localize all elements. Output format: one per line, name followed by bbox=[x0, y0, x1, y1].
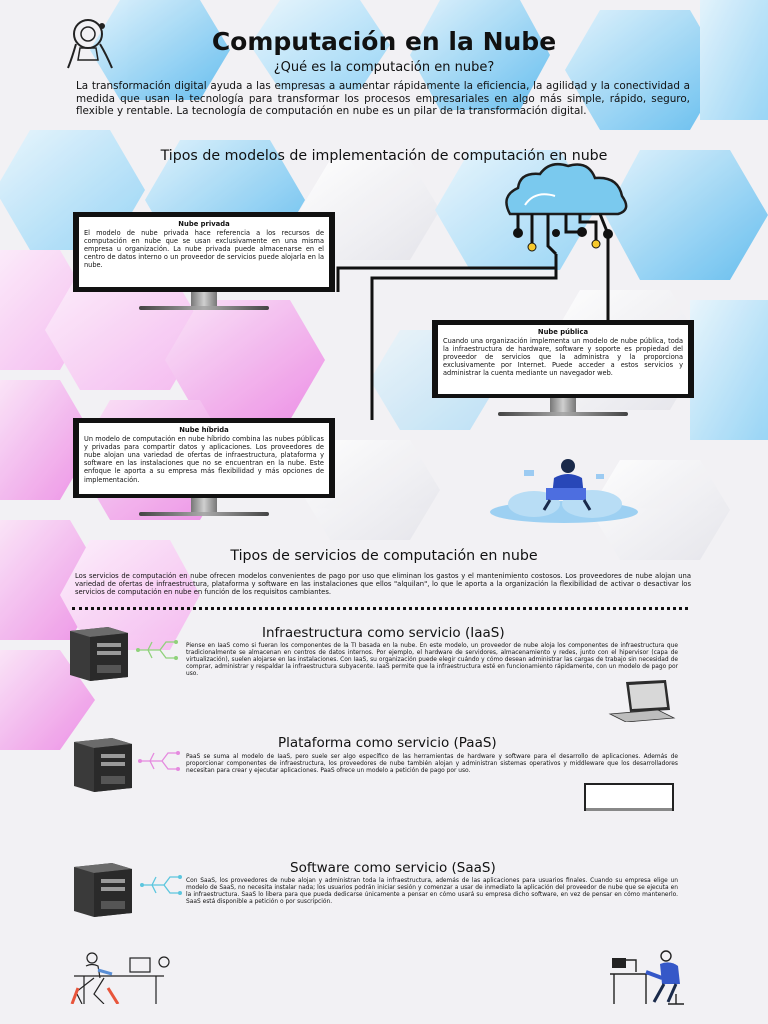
public-cloud-text: Cuando una organización implementa un mo… bbox=[443, 337, 683, 378]
circuit-icon bbox=[136, 640, 178, 660]
deployment-heading: Tipos de modelos de implementación de co… bbox=[160, 148, 608, 164]
services-heading: Tipos de servicios de computación en nub… bbox=[230, 548, 538, 564]
private-cloud-text: El modelo de nube privada hace referenci… bbox=[84, 229, 324, 270]
saas-text: Con SaaS, los proveedores de nube alojan… bbox=[186, 878, 678, 905]
public-cloud-title: Nube pública bbox=[537, 328, 589, 336]
paas-title: Plataforma como servicio (PaaS) bbox=[278, 735, 497, 751]
server-tower-icon bbox=[70, 627, 128, 681]
monitor-icon bbox=[584, 783, 674, 811]
private-cloud-monitor: Nube privada El modelo de nube privada h… bbox=[73, 212, 335, 310]
saas-title: Software como servicio (SaaS) bbox=[290, 860, 496, 876]
laptop-icon bbox=[608, 680, 676, 722]
iaas-text: Piense en IaaS como si fueran los compon… bbox=[186, 643, 678, 677]
person-laptop-icon bbox=[490, 459, 638, 523]
server-tower-icon bbox=[74, 863, 132, 917]
hybrid-cloud-title: Nube híbrida bbox=[179, 426, 229, 434]
robot-head-icon bbox=[67, 19, 113, 69]
dotted-divider bbox=[72, 607, 688, 610]
paas-text: PaaS se suma al modelo de IaaS, pero sue… bbox=[186, 754, 678, 774]
private-cloud-title: Nube privada bbox=[178, 220, 230, 228]
server-tower-icon bbox=[74, 738, 132, 792]
services-intro: Los servicios de computación en nube ofr… bbox=[75, 572, 691, 596]
page-title: Computación en la Nube bbox=[211, 27, 557, 56]
hybrid-cloud-monitor: Nube híbrida Un modelo de computación en… bbox=[73, 418, 335, 516]
intro-paragraph: La transformación digital ayuda a las em… bbox=[76, 80, 690, 117]
people-desk-icon bbox=[70, 952, 170, 1004]
person-desk-icon bbox=[610, 950, 684, 1005]
circuit-icon bbox=[140, 875, 182, 895]
public-cloud-monitor: Nube pública Cuando una organización imp… bbox=[432, 320, 694, 416]
iaas-title: Infraestructura como servicio (IaaS) bbox=[262, 625, 505, 641]
hybrid-cloud-text: Un modelo de computación en nube híbrido… bbox=[84, 435, 324, 484]
cloud-network-icon bbox=[336, 163, 628, 420]
page-subtitle: ¿Qué es la computación en nube? bbox=[273, 60, 495, 75]
circuit-icon bbox=[138, 751, 180, 771]
